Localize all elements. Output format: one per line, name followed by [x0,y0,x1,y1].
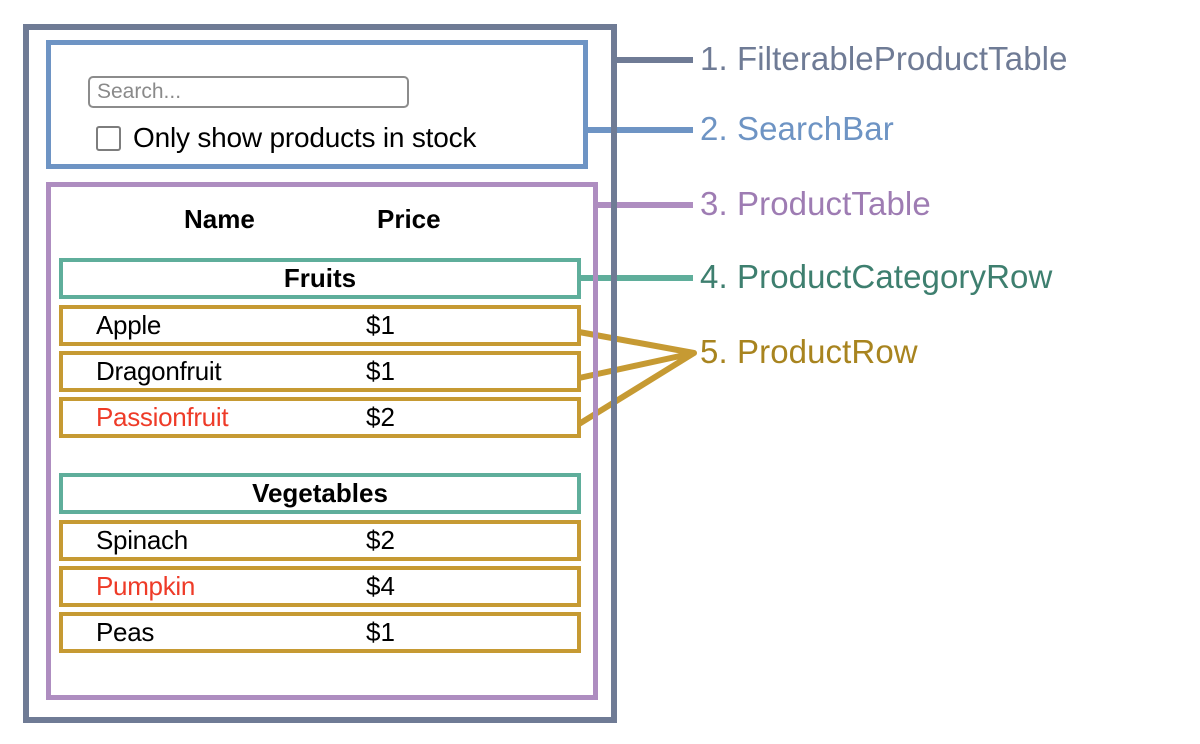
legend-item-product-category-row: 4. ProductCategoryRow [700,260,1052,293]
category-label: Fruits [283,263,357,293]
in-stock-checkbox[interactable] [96,125,121,151]
product-category-row-fruits: Fruits [59,258,581,299]
legend-label: 4. ProductCategoryRow [700,258,1053,295]
product-row[interactable]: Dragonfruit $1 [59,351,581,392]
product-price: $2 [366,402,395,432]
legend-label: 3. ProductTable [700,185,931,222]
product-price: $1 [366,356,395,386]
column-header-price: Price [377,203,441,234]
product-price: $4 [366,571,395,601]
product-name: Spinach [96,525,188,555]
product-name: Dragonfruit [96,356,222,386]
in-stock-checkbox-label: Only show products in stock [133,122,477,153]
category-label: Vegetables [252,478,388,508]
legend-label: 5. ProductRow [700,333,918,370]
legend-label: 1. FilterableProductTable [700,40,1068,77]
product-row[interactable]: Passionfruit $2 [59,397,581,438]
product-row[interactable]: Peas $1 [59,612,581,653]
search-input[interactable] [88,76,409,108]
filterable-product-table-boundary [23,24,617,723]
product-name: Peas [96,617,155,647]
product-price: $2 [366,525,395,555]
in-stock-checkbox-row[interactable]: Only show products in stock [96,122,476,154]
product-price: $1 [366,310,395,340]
product-row[interactable]: Spinach $2 [59,520,581,561]
product-table-header: Name Price [59,196,580,242]
product-name: Apple [96,310,161,340]
product-category-row-vegetables: Vegetables [59,473,581,514]
product-price: $1 [366,617,395,647]
product-row[interactable]: Pumpkin $4 [59,566,581,607]
legend-item-product-row: 5. ProductRow [700,335,918,368]
legend-label: 2. SearchBar [700,110,894,147]
legend-item-search-bar: 2. SearchBar [700,112,894,145]
search-bar-boundary [46,40,588,169]
product-row[interactable]: Apple $1 [59,305,581,346]
legend-item-product-table: 3. ProductTable [700,187,931,220]
legend-item-filterable-product-table: 1. FilterableProductTable [700,42,1068,75]
product-name: Passionfruit [96,402,229,432]
product-table-boundary [46,182,598,700]
product-name: Pumpkin [96,571,196,601]
column-header-name: Name [184,203,255,234]
